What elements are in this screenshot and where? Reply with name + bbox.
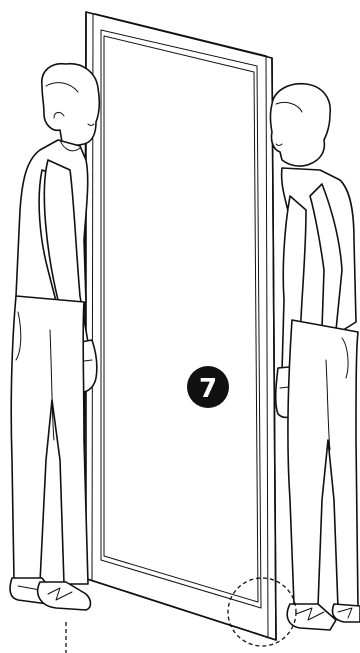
glass-door-panel — [84, 12, 276, 640]
right-person-illustration — [271, 84, 360, 630]
step-number-badge: 7 — [187, 366, 229, 408]
step-number-label: 7 — [199, 374, 217, 404]
